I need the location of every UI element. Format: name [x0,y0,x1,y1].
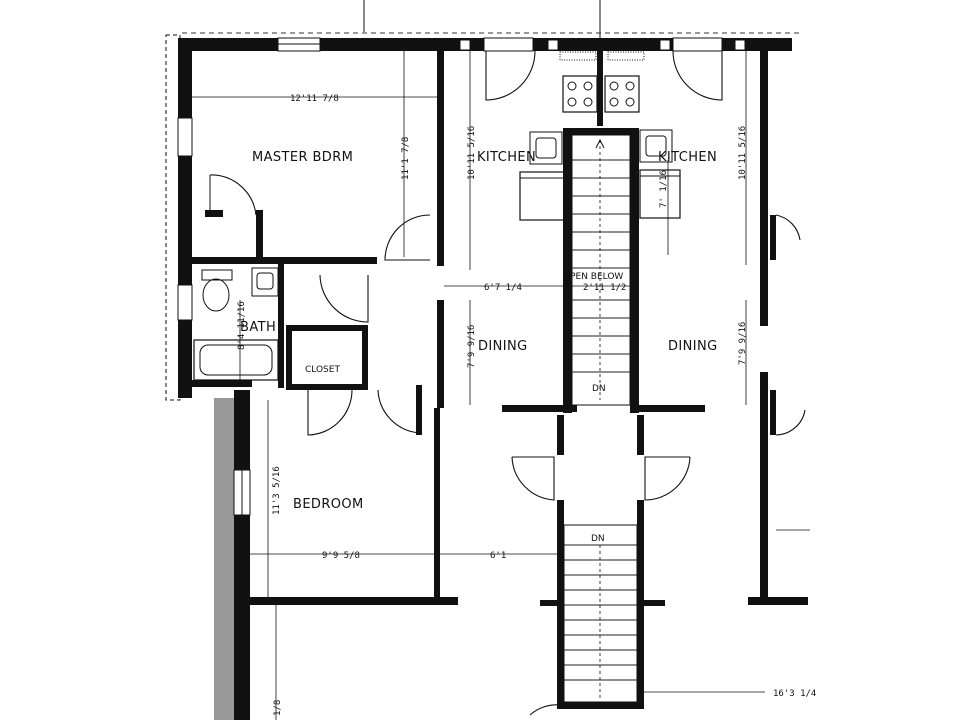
lower-stair [563,524,638,703]
dimension-lines [192,51,810,720]
refrigerator-left-icon [519,171,565,221]
range-right-icon [604,75,640,113]
vent-grilles [559,51,645,61]
dim-kitchen-left-depth: 10'11 5/16 [467,126,477,180]
room-label-master-bedroom: MASTER BDRM [252,150,353,165]
dim-master-width: 12'11 7/8 [290,94,339,104]
exterior-wall-hatching [165,34,234,720]
dim-kitchen-right-inner: 7' 1/16 [659,170,669,208]
bathtub-icon [193,339,279,381]
toilet-icon [201,269,233,312]
room-label-kitchen-right: KITCHEN [658,150,717,165]
top-reference-lines [182,0,800,38]
dim-kitchen-right-depth: 10'11 5/16 [738,126,748,180]
room-label-bath: BATH [240,320,276,335]
windows [177,37,746,516]
room-label-bedroom: BEDROOM [293,497,364,512]
room-label-kitchen-left: KITCHEN [477,150,536,165]
room-label-closet: CLOSET [305,365,340,375]
room-label-dining-right: DINING [668,339,718,354]
upper-stair [571,134,631,406]
refrigerator-right-icon [639,169,681,219]
dim-dining-right-depth: 7'9 9/16 [738,322,748,365]
sink-right-icon [639,129,673,163]
dim-stair-width: 2'11 1/2 [583,283,626,293]
walls [178,38,808,720]
door-swings [209,50,806,716]
dim-bedroom-depth: 11'3 5/16 [272,466,282,515]
open-below-label: OPEN BELOW [563,272,623,282]
dim-dining-left-depth: 7'9 9/16 [467,325,477,368]
range-left-icon [562,75,598,113]
dim-bath-width: 8'4 11/16 [237,301,247,350]
dim-bottom-right: 16'3 1/4 [773,689,816,699]
dim-hall-width: 6'1 [490,551,506,561]
dim-dining-left-width: 6'7 1/4 [484,283,522,293]
lower-stair-dn-label: DN [591,534,605,544]
dim-bedroom-width: 9'9 5/8 [322,551,360,561]
dim-master-depth: 11'1 7/8 [401,137,411,180]
sink-left-icon [529,131,563,165]
room-label-dining-left: DINING [478,339,528,354]
lavatory-icon [251,267,279,297]
upper-stair-dn-label: DN [592,384,606,394]
dim-bottom-left: 1/8 [273,700,283,716]
